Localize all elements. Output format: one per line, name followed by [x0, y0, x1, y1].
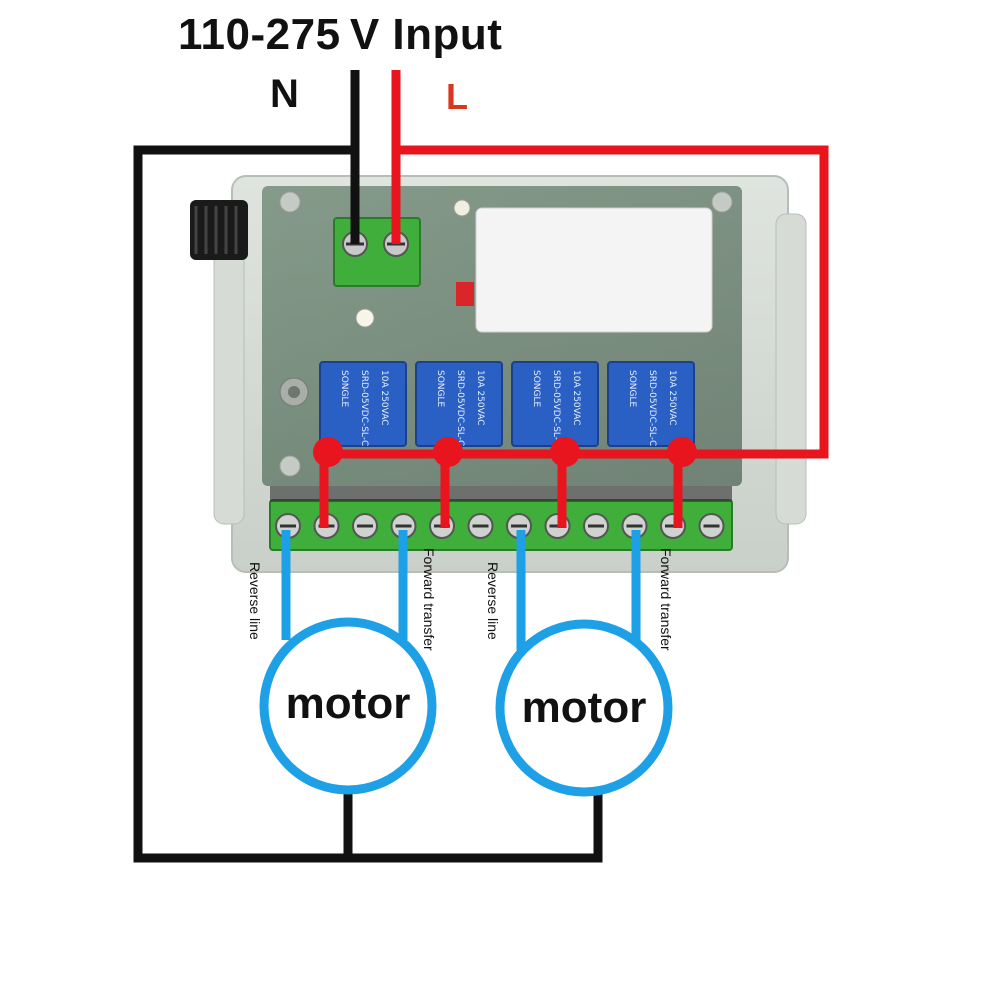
relay-print-text: 10A 250VAC [667, 370, 677, 426]
live-junction-2 [433, 437, 463, 467]
relay-2: SONGLE SRD-05VDC-SL-C 10A 250VAC [415, 361, 503, 447]
relay-print-text: SONGLE [627, 370, 637, 408]
relay-print-text: SRD-05VDC-SL-C [647, 370, 657, 446]
neutral-wire [133, 70, 360, 863]
live-junction-4 [667, 437, 697, 467]
relay-1: SONGLE SRD-05VDC-SL-C 10A 250VAC [319, 361, 407, 447]
terminal-screw-6 [467, 513, 494, 539]
jumper [456, 282, 474, 306]
relay-print-text: SRD-05VDC-SL-C [359, 370, 369, 446]
antenna-coil [190, 200, 248, 260]
input-terminal-block [333, 217, 421, 287]
live-label: L [446, 76, 468, 117]
terminal-screw-3 [352, 513, 378, 539]
motor-1: motor [259, 617, 437, 795]
terminal-screw-12 [698, 513, 725, 539]
live-junction-3 [550, 437, 580, 467]
motor-2-reverse-label: Reverse line [485, 562, 501, 640]
wires [133, 70, 829, 863]
relay-print-text: 10A 250VAC [475, 370, 485, 426]
relay-3: SONGLE SRD-05VDC-SL-C 10A 250VAC [511, 361, 599, 447]
motor-2: motor [495, 619, 673, 797]
status-led [355, 308, 375, 328]
relay-print-text: SRD-05VDC-SL-C [551, 370, 561, 446]
relay-print-text: 10A 250VAC [571, 370, 581, 426]
output-terminal-strip [269, 486, 733, 551]
screw-hole [279, 191, 301, 213]
screw-hole [711, 191, 733, 213]
motor-2-forward-label: Forward transfer [658, 548, 674, 651]
motor-1-label: motor [286, 679, 411, 728]
relay-print-text: SONGLE [435, 370, 445, 408]
input-voltage-title: 110-275 V Input [178, 10, 503, 59]
motor-2-label: motor [522, 683, 647, 732]
relay-print-text: SONGLE [339, 370, 349, 408]
live-junction-1 [313, 437, 343, 467]
motor-1-reverse-label: Reverse line [247, 562, 263, 640]
relay-print-text: SRD-05VDC-SL-C [455, 370, 465, 446]
label-plate [475, 207, 713, 333]
relay-print-text: SONGLE [531, 370, 541, 408]
relay-group: SONGLE SRD-05VDC-SL-C 10A 250VAC SONGLE SRD-… [319, 361, 695, 447]
screw-hole [279, 455, 301, 477]
relay-4: SONGLE SRD-05VDC-SL-C 10A 250VAC [607, 361, 695, 447]
terminal-screw-9 [583, 513, 609, 539]
relay-print-text: 10A 250VAC [379, 370, 389, 426]
neutral-wire-motor2 [348, 790, 603, 863]
neutral-label: N [270, 72, 299, 116]
motor-1-forward-label: Forward transfer [421, 548, 437, 651]
status-led [453, 199, 471, 217]
